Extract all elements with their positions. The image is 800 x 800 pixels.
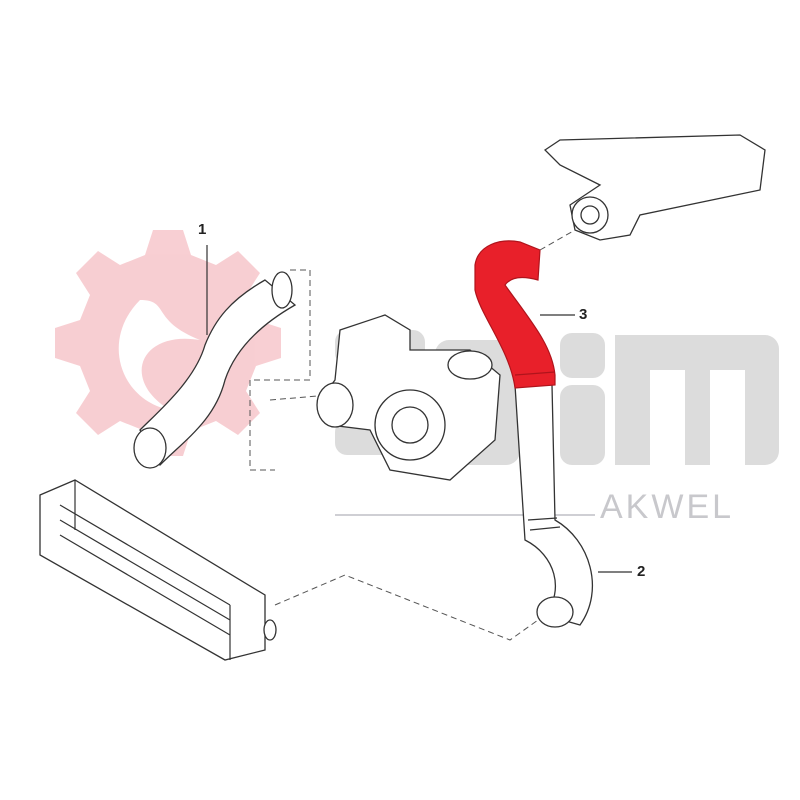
callout-1: 1: [198, 221, 207, 238]
intercooler: [39, 479, 277, 661]
hose-2: [514, 384, 594, 628]
hose-3-highlighted: [474, 240, 556, 389]
akwel-brand-watermark: AKWEL: [600, 488, 734, 526]
hose-1: [133, 271, 297, 469]
callout-3: 3: [579, 306, 588, 323]
turbocharger: [316, 314, 501, 481]
seim-gear-logo-watermark: [55, 230, 281, 456]
callout-leaders: [206, 245, 632, 573]
callout-2: 2: [637, 563, 646, 580]
intake-manifold: [543, 134, 766, 241]
